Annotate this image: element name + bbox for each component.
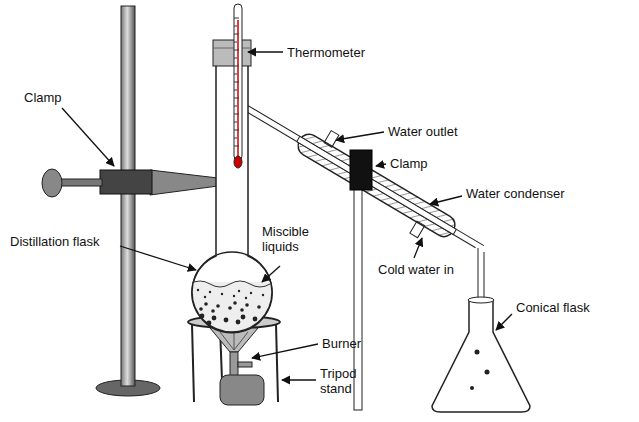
bubble <box>245 297 247 299</box>
conical-flask <box>432 297 530 412</box>
burner <box>210 328 264 405</box>
scale-tick <box>234 130 239 131</box>
bubble <box>233 301 237 305</box>
clamp-label: Clamp <box>24 90 62 105</box>
bubble <box>228 306 232 310</box>
tripod-label: Tripod stand <box>320 366 370 396</box>
liquid-label: Miscible liquids <box>262 224 324 254</box>
bubble <box>211 309 215 313</box>
scale-tick <box>234 138 237 139</box>
bubble <box>233 295 235 297</box>
thermometer <box>234 4 242 168</box>
condenser-label: Water condenser <box>466 186 565 201</box>
scale-tick <box>234 74 237 75</box>
leader-lines <box>62 52 512 380</box>
water-outlet-label: Water outlet <box>388 124 458 139</box>
scale-tick <box>234 18 239 19</box>
scale-tick <box>234 106 237 107</box>
thermometer-label: Thermometer <box>287 45 365 60</box>
bubble <box>245 303 249 307</box>
scale-tick <box>234 34 239 35</box>
bubble <box>204 296 206 298</box>
scale-tick <box>234 66 239 67</box>
bubble <box>265 319 270 324</box>
scale-tick <box>234 146 239 147</box>
bubble <box>250 292 252 294</box>
flask-label: Distillation flask <box>10 234 100 249</box>
scale-tick <box>234 82 239 83</box>
scale-tick <box>234 98 239 99</box>
bubble <box>221 293 223 295</box>
clamp-label: Clamp <box>390 156 428 171</box>
scale-tick <box>234 90 237 91</box>
scale-tick <box>234 122 237 123</box>
bubble <box>216 304 220 308</box>
scale-tick <box>234 26 237 27</box>
bubble <box>241 315 246 320</box>
scale-tick <box>234 50 239 51</box>
scale-tick <box>234 114 239 115</box>
scale-tick <box>234 42 237 43</box>
flask-clamp <box>42 169 218 197</box>
bubble <box>236 320 241 325</box>
burner-label: Burner <box>322 336 361 351</box>
bubble <box>212 316 217 321</box>
bubble <box>257 305 261 309</box>
bubble <box>204 302 208 306</box>
bubble <box>238 290 240 292</box>
water-inlet-label: Cold water in <box>378 262 454 277</box>
bubble <box>199 307 203 311</box>
bubble <box>240 308 244 312</box>
bubble <box>253 317 258 322</box>
bubble <box>197 289 199 291</box>
retort-stand <box>96 6 160 396</box>
bubble <box>262 294 264 296</box>
conical-flask-label: Conical flask <box>516 300 590 315</box>
scale-tick <box>234 58 237 59</box>
bubble <box>209 291 211 293</box>
bubble <box>224 318 229 323</box>
condenser <box>206 71 494 269</box>
